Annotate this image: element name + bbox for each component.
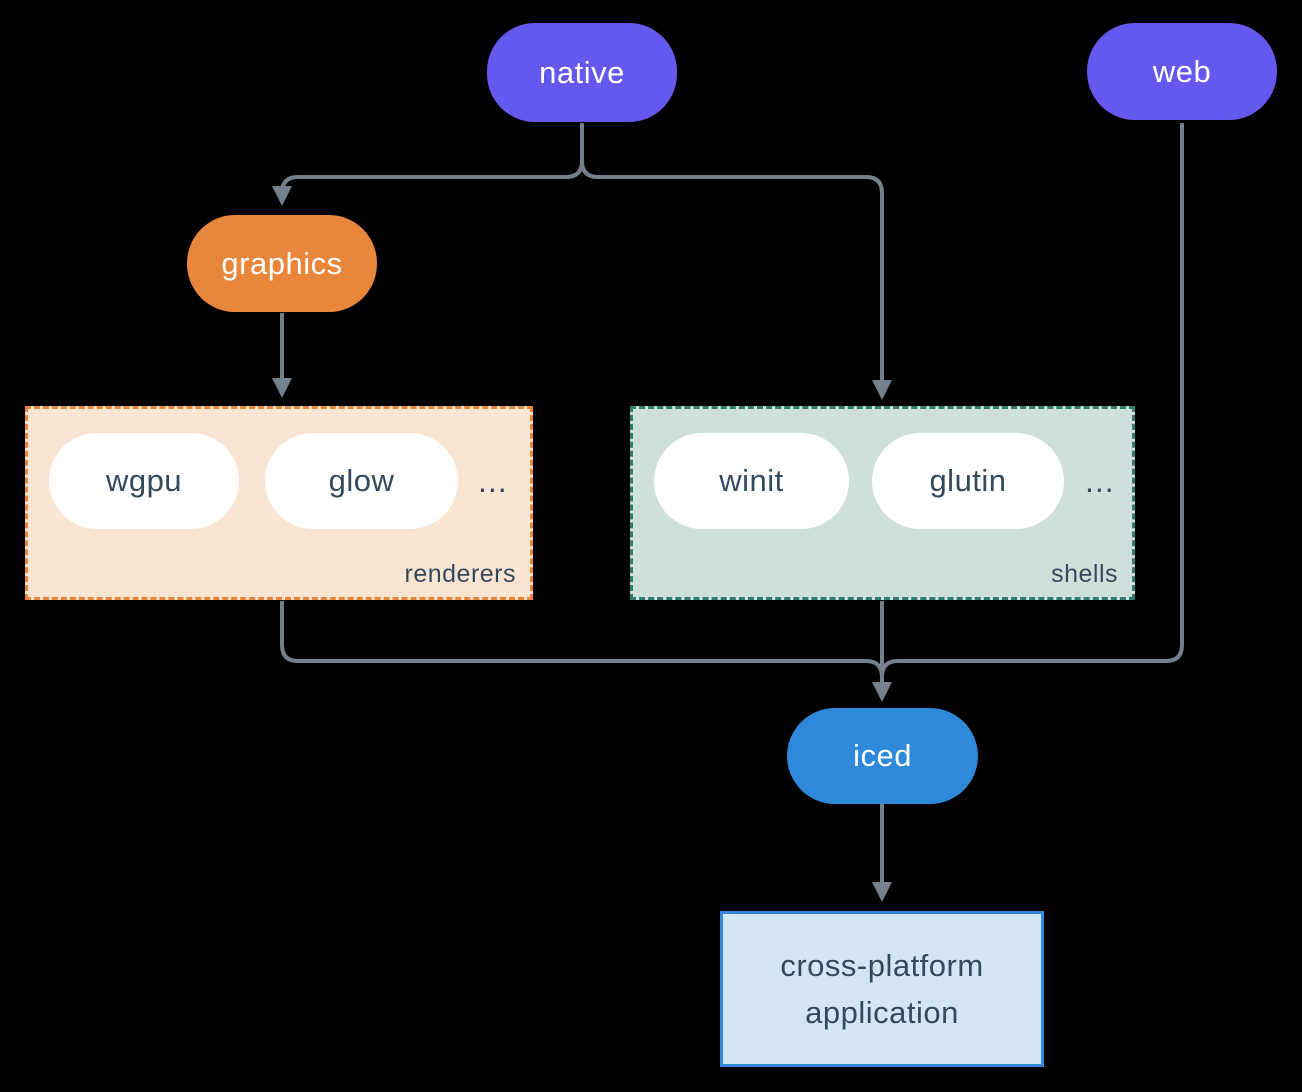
node-wgpu: wgpu bbox=[49, 433, 239, 529]
node-iced: iced bbox=[787, 708, 978, 804]
node-web: web bbox=[1087, 23, 1277, 120]
shells-group-label: shells bbox=[1051, 560, 1118, 588]
shells-ellipsis: ... bbox=[1085, 462, 1115, 499]
node-cross-platform-application: cross-platform application bbox=[720, 911, 1044, 1067]
renderers-ellipsis: ... bbox=[478, 462, 508, 499]
edge-renderers-to-junction bbox=[280, 601, 884, 678]
group-renderers: wgpu glow ... renderers bbox=[25, 406, 533, 600]
node-glow: glow bbox=[265, 433, 458, 529]
node-graphics: graphics bbox=[187, 215, 377, 312]
edge-native-to-graphics bbox=[272, 123, 584, 206]
application-label-line2: application bbox=[805, 995, 959, 1030]
node-glutin: glutin bbox=[872, 433, 1064, 529]
renderers-group-label: renderers bbox=[404, 560, 516, 588]
application-label-line1: cross-platform bbox=[780, 948, 984, 983]
node-native: native bbox=[487, 23, 677, 122]
edge-native-to-shells bbox=[580, 123, 892, 400]
group-shells: winit glutin ... shells bbox=[630, 406, 1135, 600]
node-winit: winit bbox=[654, 433, 849, 529]
